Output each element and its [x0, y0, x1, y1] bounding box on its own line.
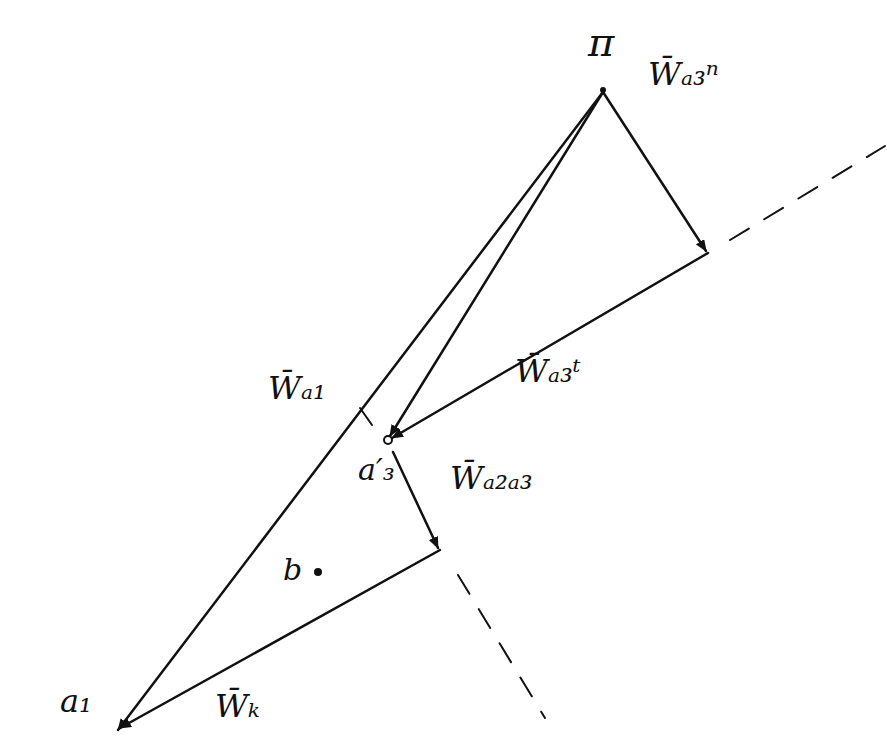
- vector-label: W̄ₐ₃ⁿ: [648, 58, 719, 90]
- point-dot: [384, 436, 392, 444]
- direction-line: [730, 146, 885, 240]
- point-label: a₁: [60, 685, 92, 717]
- pole-label: π: [588, 22, 614, 62]
- normal-vector: [603, 92, 706, 251]
- point-label: b: [283, 555, 302, 585]
- vector-label: W̄ₖ: [215, 690, 260, 722]
- tick-mark: [360, 408, 372, 425]
- point-label: a′₃: [358, 455, 395, 485]
- coriolis-vector: [120, 550, 440, 728]
- vector-label: W̄ₐ₁: [268, 372, 326, 404]
- direction-line: [458, 575, 545, 718]
- vector-label: W̄ₐ₃ᵗ: [515, 355, 581, 387]
- point-dot: [314, 568, 322, 576]
- resultant-vector: [390, 92, 603, 436]
- vector-label: W̄ₐ₂ₐ₃: [450, 462, 533, 494]
- tangential-vector: [392, 253, 708, 438]
- total-vector: [118, 92, 603, 730]
- relative-vector: [393, 452, 438, 548]
- pole-dot: [600, 87, 606, 93]
